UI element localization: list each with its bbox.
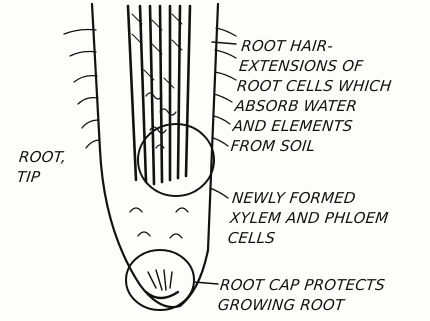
root-outline: [92, 4, 218, 307]
root-hair-line-6: FROM SOIL: [230, 136, 387, 156]
xylem-phloem-line-3: CELLS: [227, 228, 388, 248]
root-tip-line-2: TIP: [16, 167, 65, 187]
root-hair-line-3: ROOT CELLS WHICH: [236, 76, 393, 96]
root-hair-line-1: ROOT HAIR-: [240, 36, 397, 56]
root-hair-line-5: AND ELEMENTS: [232, 116, 389, 136]
root-cap-label: ROOT CAP PROTECTS GROWING ROOT: [217, 275, 386, 315]
xylem-phloem-label: NEWLY FORMED XYLEM AND PHLOEM CELLS: [227, 188, 392, 248]
root-tip-label: ROOT, TIP: [16, 147, 67, 187]
root-hair-line-2: EXTENSIONS OF: [238, 56, 395, 76]
root-cap-hatching: [146, 270, 178, 298]
xylem-phloem-circle: [138, 124, 214, 196]
root-hair-label: ROOT HAIR- EXTENSIONS OF ROOT CELLS WHIC…: [230, 36, 397, 156]
xylem-phloem-line-1: NEWLY FORMED: [231, 188, 392, 208]
xylem-phloem-line-2: XYLEM AND PHLOEM: [229, 208, 390, 228]
root-cap-line-1: ROOT CAP PROTECTS: [219, 275, 386, 295]
root-hair-line-4: ABSORB WATER: [234, 96, 391, 116]
root-tip-line-1: ROOT,: [18, 147, 67, 167]
root-cap-line-2: GROWING ROOT: [217, 295, 384, 315]
